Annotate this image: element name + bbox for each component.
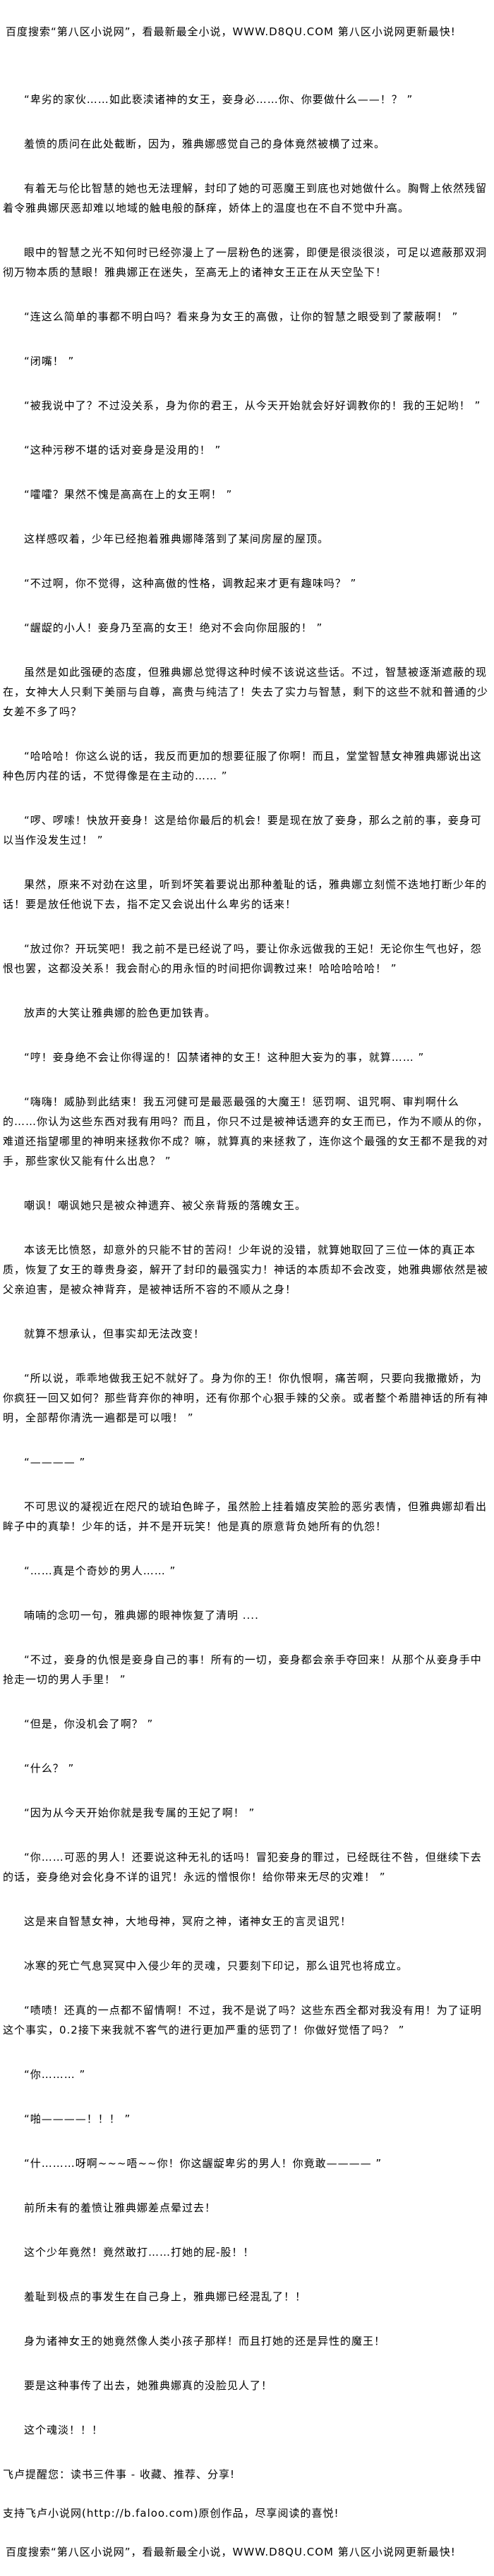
story-paragraph: 果然，原来不对劲在这里，听到坏笑着要说出那种羞耻的话，雅典娜立刻慌不迭地打断少年… [3,878,488,911]
story-paragraph: “啰、啰嗦！快放开妾身！这是给你最后的机会！要是现在放了妾身，那么之前的事，妾身… [3,814,482,846]
story-paragraph: “啪————！！！ ” [24,2113,131,2125]
story-paragraph: 冰寒的死亡气息冥冥中入侵少年的灵魂，只要刻下印记，那么诅咒也将成立。 [24,1960,409,1972]
story-paragraph: “……真是个奇妙的男人…… ” [24,1565,176,1577]
story-paragraph: 这样感叹着，少年已经抱着雅典娜降落到了某间房屋的屋顶。 [24,533,330,545]
story-paragraph: 要是这种事传了出去，她雅典娜真的没脸见人了！ [24,2379,273,2392]
story-paragraph: 喃喃的念叨一句，雅典娜的眼神恢复了清明 .... [24,1609,259,1622]
story-paragraph: 这个少年竟然！竟然敢打……打她的屁-股！！ [24,2246,255,2259]
story-paragraph: “闭嘴！ ” [24,355,75,367]
story-paragraph: “你……可恶的男人！还要说这种无礼的话吗！冒犯妾身的罪过，已经既往不咎，但继续下… [3,1851,482,1883]
story-paragraph: 嘲讽！嘲讽她只是被众神遗弃、被父亲背叛的落魄女王。 [24,1199,307,1212]
site-banner-top: 百度搜索“第八区小说网”，看最新最全小说，WWW.D8QU.COM 第八区小说网… [6,25,456,38]
reminder-text: 飞卢提醒您：读书三件事 - 收藏、推荐、分享! [3,2468,235,2481]
story-paragraph: “你……… ” [24,2068,86,2081]
story-paragraph: 羞愤的质问在此处截断，因为，雅典娜感觉自己的身体竟然被横了过来。 [24,138,386,150]
story-paragraph: “被我说中了？不过没关系，身为你的君王，从今天开始就会好好调教你的！我的王妃哟！… [24,399,481,412]
story-paragraph: 眼中的智慧之光不知何时已经弥漫上了一层粉色的迷雾，即便是很淡很淡，可足以遮蔽那双… [3,246,488,279]
story-paragraph: 本该无比愤怒，却意外的只能不甘的苦闷！少年说的没错，就算她取回了三位一体的真正本… [3,1244,489,1296]
story-paragraph: “嗨嗨！威胁到此结束！我五河健可是最恶最强的大魔王！惩罚啊、诅咒啊、审判啊什么的… [3,1095,489,1167]
story-paragraph: “所以说，乖乖地做我王妃不就好了。身为你的王！你仇恨啊，痛苦啊，只要向我撒撒娇，… [3,1372,489,1424]
story-paragraph: “不过啊，你不觉得，这种高傲的性格，调教起来才更有趣味吗？ ” [24,577,357,590]
story-paragraph: “放过你？开玩笑吧！我之前不是已经说了吗，要让你永远做我的王妃！无论你生气也好，… [3,942,482,975]
story-paragraph: 不可思议的凝视近在咫尺的琥珀色眸子，虽然脸上挂着嬉皮笑脸的恶劣表情，但雅典娜却看… [3,1500,488,1533]
story-paragraph: 放声的大笑让雅典娜的脸色更加铁青。 [24,1007,217,1019]
story-paragraph: 身为诸神女王的她竟然像人类小孩子那样！而且打她的还是异性的魔王！ [24,2335,386,2347]
story-paragraph: “不过，妾身的仇恨是妾身自己的事！所有的一切，妾身都会亲手夺回来！从那个从妾身手… [3,1653,482,1686]
story-paragraph: 这个魂淡！！！ [24,2424,104,2436]
story-paragraph: “卑劣的家伙……如此亵渎诸神的女王，妾身必……你、你要做什么——！？ ” [24,93,414,106]
story-paragraph: “哈哈哈！你这么说的话，我反而更加的想要征服了你啊！而且，堂堂智慧女神雅典娜说出… [3,750,482,782]
story-paragraph: “这种污秽不堪的话对妾身是没用的！ ” [24,444,222,456]
story-paragraph: 虽然是如此强硬的态度，但雅典娜总觉得这种时候不该说这些话。不过，智慧被逐渐遮蔽的… [3,666,489,718]
story-paragraph: “啧啧！还真的一点都不留情啊！不过，我不是说了吗？这些东西全都对我没有用！为了证… [3,2004,482,2036]
story-paragraph: 前所未有的羞愤让雅典娜差点晕过去！ [24,2201,217,2214]
support-text: 支持飞卢小说网(http://b.faloo.com)原创作品，尽享阅读的喜悦! [3,2507,339,2520]
story-paragraph: “龌龊的小人！妾身乃至高的女王！绝对不会向你屈服的！ ” [24,621,323,634]
story-paragraph: “但是，你没机会了啊？ ” [24,1718,154,1730]
story-paragraph: 就算不想承认，但事实却无法改变！ [24,1328,205,1340]
story-paragraph: “———— ” [24,1456,86,1469]
story-paragraph: “连这么简单的事都不明白吗？看来身为女王的高傲，让你的智慧之眼受到了蒙蔽啊！ ” [24,310,459,323]
chapter-body: “卑劣的家伙……如此亵渎诸神的女王，妾身必……你、你要做什么——！？ ” 羞愤的质… [3,90,491,2440]
story-paragraph: “什么？ ” [24,1762,75,1775]
story-paragraph: 这是来自智慧女神，大地母神，冥府之神，诸神女王的言灵诅咒！ [24,1915,352,1928]
story-paragraph: “什………呀啊~~~唔~~你！你这龌龊卑劣的男人！你竟敢———— ” [24,2157,382,2170]
story-paragraph: 羞耻到极点的事发生在自己身上，雅典娜已经混乱了！！ [24,2290,307,2303]
story-paragraph: “哼！妾身绝不会让你得逞的！囚禁诸神的女王！这种胆大妄为的事，就算…… ” [24,1051,425,1064]
story-paragraph: “嚯嚯？果然不愧是高高在上的女王啊！ ” [24,488,233,501]
story-paragraph: 有着无与伦比智慧的她也无法理解，封印了她的可恶魔王到底也对她做什么。胸臀上依然残… [3,182,488,214]
site-banner-bottom: 百度搜索“第八区小说网”，看最新最全小说，WWW.D8QU.COM 第八区小说网… [6,2546,456,2558]
story-paragraph: “因为从今天开始你就是我专属的王妃了啊！ ” [24,1806,255,1819]
